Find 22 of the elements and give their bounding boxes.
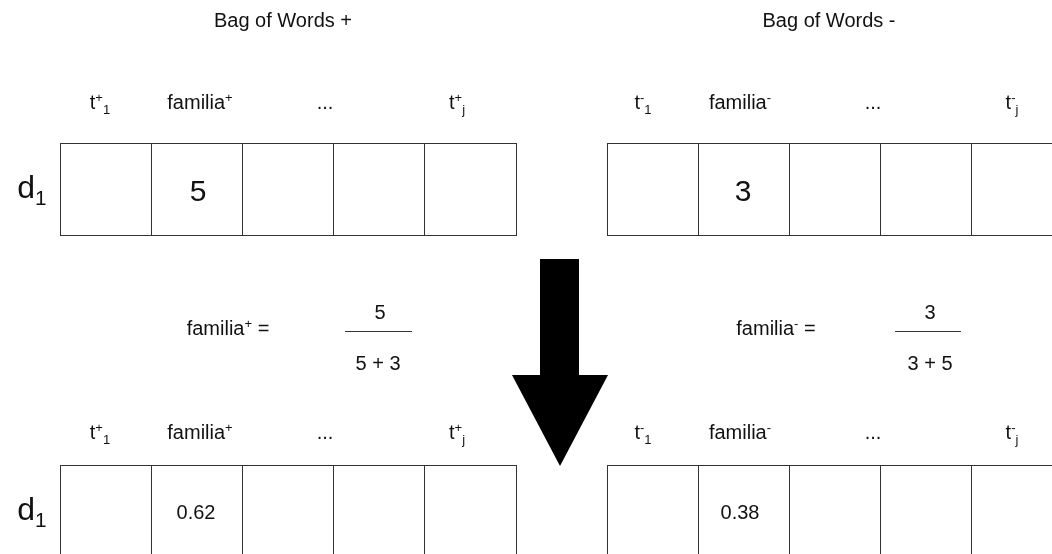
formula-term: familia$^{-}$ = bbox=[736, 316, 816, 340]
denominator: 5 + 3 bbox=[355, 352, 401, 374]
column-header: familia$^{+}$ bbox=[167, 420, 233, 444]
cell-value: 3 bbox=[734, 173, 752, 207]
row-label: d$_{1}$ bbox=[17, 491, 47, 533]
column-header: ... bbox=[864, 91, 882, 113]
denominator: 3 + 5 bbox=[907, 352, 953, 374]
row-label: d$_{1}$ bbox=[17, 169, 47, 211]
cell-value: 0.38 bbox=[720, 501, 760, 523]
column-header: ... bbox=[864, 421, 882, 443]
column-header: ... bbox=[316, 91, 334, 113]
column-header: familia$^{-}$ bbox=[708, 420, 772, 444]
column-header: ... bbox=[316, 421, 334, 443]
numerator: 5 bbox=[374, 301, 386, 323]
column-header: familia$^{-}$ bbox=[708, 90, 772, 114]
cell-value: 5 bbox=[189, 173, 207, 207]
cell-value: 0.62 bbox=[176, 501, 216, 523]
formula-term: familia$^{+}$ = bbox=[186, 316, 270, 340]
heading: Bag of Words + bbox=[214, 9, 352, 31]
heading: Bag of Words - bbox=[762, 9, 896, 31]
numerator: 3 bbox=[924, 301, 936, 323]
column-header: familia$^{+}$ bbox=[167, 90, 233, 114]
